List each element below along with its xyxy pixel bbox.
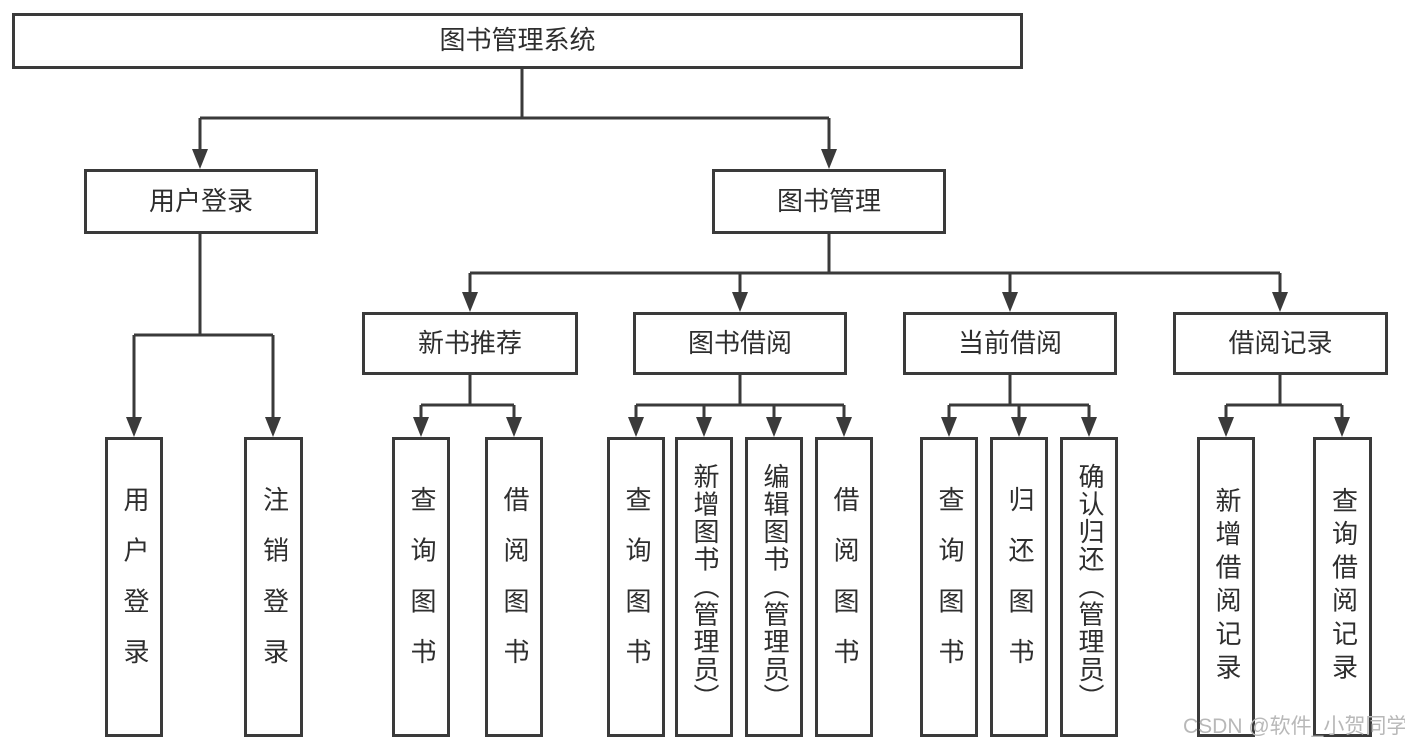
node-new-book-recommend: 新书推荐 xyxy=(362,312,578,375)
leaf-add-borrow-record: 新增借阅记录 xyxy=(1197,437,1255,737)
leaf-query-borrow-record: 查询借阅记录 xyxy=(1313,437,1372,737)
node-book-borrowing: 图书借阅 xyxy=(633,312,847,375)
leaf-borrow-books: 借阅图书 xyxy=(815,437,873,737)
leaf-return-books: 归还图书 xyxy=(990,437,1048,737)
node-book-management: 图书管理 xyxy=(712,169,946,234)
leaf-query-books-borrowing: 查询图书 xyxy=(607,437,665,737)
leaf-confirm-return-admin: 确认归还（管理员） xyxy=(1060,437,1118,737)
leaf-edit-books-admin: 编辑图书（管理员） xyxy=(745,437,803,737)
leaf-add-books-admin: 新增图书（管理员） xyxy=(675,437,733,737)
node-book-management-system: 图书管理系统 xyxy=(12,13,1023,69)
node-current-borrowing: 当前借阅 xyxy=(903,312,1117,375)
node-user-login: 用户登录 xyxy=(84,169,318,234)
leaf-query-books-current: 查询图书 xyxy=(920,437,978,737)
leaf-borrow-books-recommend: 借阅图书 xyxy=(485,437,543,737)
leaf-logout: 注销登录 xyxy=(244,437,303,737)
watermark: CSDN @软件_小贺同学 xyxy=(1183,715,1405,738)
leaf-query-books-recommend: 查询图书 xyxy=(392,437,450,737)
leaf-user-login: 用户登录 xyxy=(105,437,163,737)
node-borrowing-records: 借阅记录 xyxy=(1173,312,1388,375)
